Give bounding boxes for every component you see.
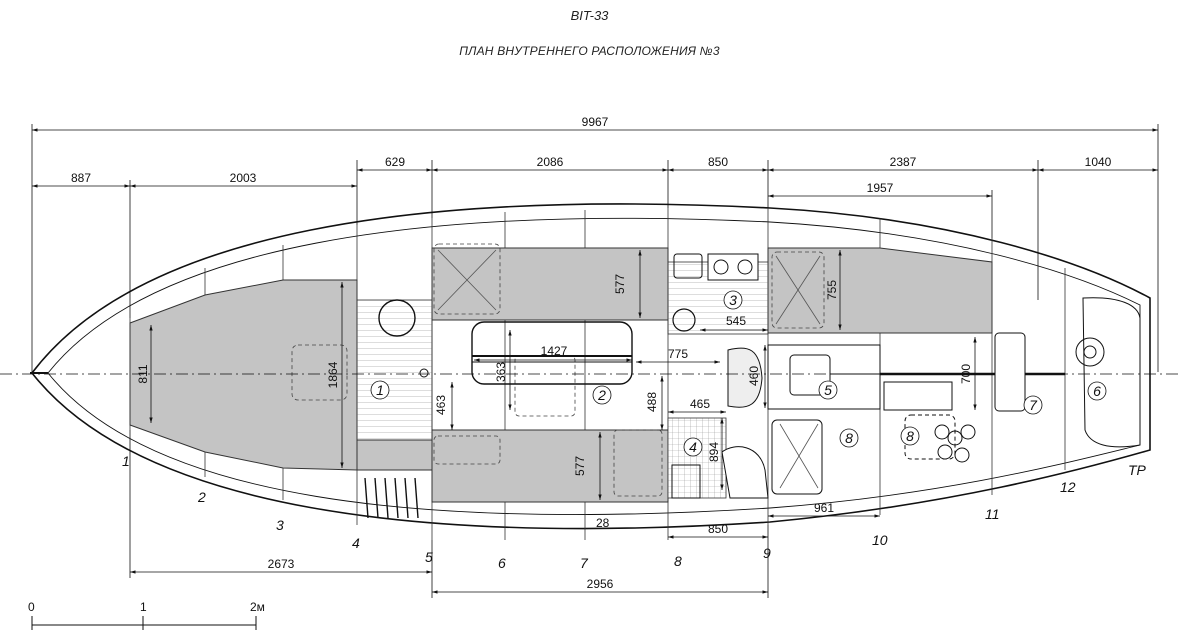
dim-label: 850 [708, 522, 728, 536]
station-dim: 2387 [890, 155, 917, 169]
overall-length-label: 9967 [582, 115, 609, 129]
drawing-subtitle: ПЛАН ВНУТРЕННЕГО РАСПОЛОЖЕНИЯ №3 [459, 44, 720, 58]
frame-number: 7 [580, 555, 589, 571]
station-dim: 629 [385, 155, 405, 169]
dim-label: 488 [645, 392, 659, 412]
zone-number: 3 [729, 292, 737, 308]
zone-number: 7 [1029, 397, 1038, 413]
dim-label: 755 [825, 280, 839, 300]
dim-label: 2956 [587, 577, 614, 591]
scale-label: 0 [28, 600, 35, 614]
saloon-floor [356, 299, 433, 441]
zone-number: 8 [906, 428, 914, 444]
dim-label: 460 [747, 366, 761, 386]
hatch-crosses [437, 249, 821, 489]
forepeak-bins [364, 477, 419, 519]
frame-number: 4 [352, 535, 360, 551]
frame-number: TP [1128, 462, 1147, 478]
mast-pin [419, 368, 429, 378]
galley-sink [672, 308, 696, 332]
dim-label: 775 [668, 347, 688, 361]
dim-label: 545 [726, 314, 746, 328]
zone-number: 1 [376, 382, 384, 398]
mast-step [378, 299, 416, 337]
dim-label: 1864 [326, 361, 340, 388]
station-dim: 887 [71, 171, 91, 185]
zone-number: 4 [689, 439, 697, 455]
scale-bar [31, 616, 257, 630]
lockers [771, 381, 976, 495]
frame-number: 3 [276, 517, 284, 533]
frame-number: 5 [425, 549, 433, 565]
scale-label: 1 [140, 600, 147, 614]
berths [129, 247, 993, 503]
galley-stove [673, 253, 759, 281]
settee-starboard [431, 429, 669, 503]
drawing-title: BIT-33 [570, 8, 609, 23]
steering-gear [994, 297, 1141, 448]
frame-number: 8 [674, 553, 682, 569]
dim-label: 961 [814, 501, 834, 515]
frame-number: 1 [122, 453, 130, 469]
frame-number: 9 [763, 545, 771, 561]
frame-number: 6 [498, 555, 506, 571]
station-dim: 850 [708, 155, 728, 169]
dim-label: 1427 [541, 344, 568, 358]
settee-port [431, 247, 669, 321]
zone-markers [370, 290, 1107, 457]
bench-block [356, 439, 433, 471]
zone-number: 6 [1093, 383, 1101, 399]
v-berth [129, 279, 358, 471]
station-dim: 1040 [1085, 155, 1112, 169]
dim-label: 811 [136, 364, 150, 383]
dim-label: 577 [573, 456, 587, 476]
zone-number: 8 [845, 430, 853, 446]
quarter-berth [767, 247, 993, 334]
dimension-lines [31, 124, 1159, 598]
dim-label: 465 [690, 397, 710, 411]
head-floor [667, 417, 727, 499]
frame-number: 2 [197, 489, 206, 505]
station-dim: 2086 [537, 155, 564, 169]
head-toilet [671, 446, 769, 499]
frame-number: 11 [985, 506, 1000, 522]
station-dim: 1957 [867, 181, 894, 195]
station-dim: 2003 [230, 171, 257, 185]
frame-number: 10 [872, 532, 888, 548]
dim-label: 463 [434, 395, 448, 415]
saloon-table [471, 321, 633, 385]
zone-number: 2 [597, 387, 606, 403]
zone-number: 5 [824, 382, 832, 398]
frame-number: 12 [1060, 479, 1076, 495]
dim-label: 700 [959, 364, 973, 384]
dim-label: 363 [494, 362, 508, 382]
dim-label: 28 [596, 516, 610, 530]
scale-label: 2м [250, 600, 265, 614]
cushion-outlines [291, 243, 825, 497]
dim-label: 577 [613, 274, 627, 294]
dim-label: 2673 [268, 557, 295, 571]
dim-label: 894 [707, 442, 721, 462]
